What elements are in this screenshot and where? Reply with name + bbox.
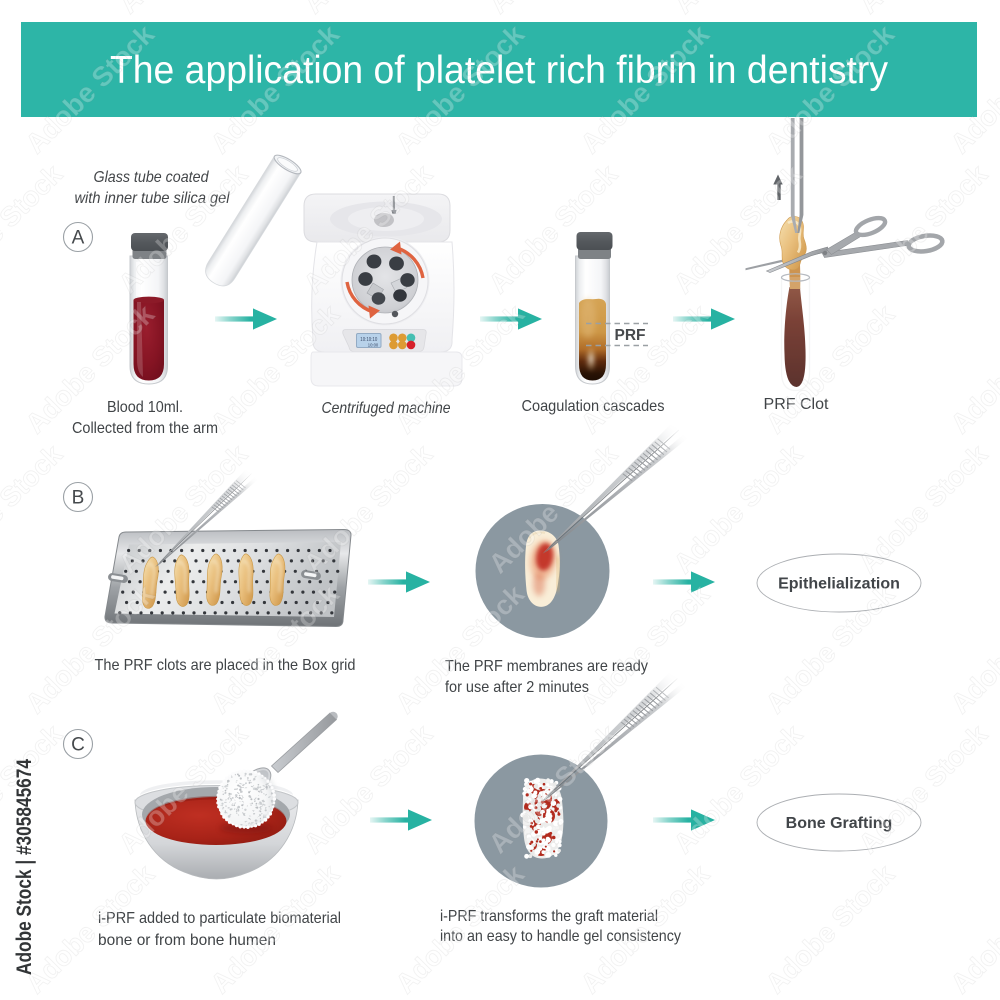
svg-text:B: B <box>72 488 85 509</box>
svg-text:Glass tube coated: Glass tube coated <box>94 169 210 186</box>
svg-text:i-PRF transforms the graft mat: i-PRF transforms the graft material <box>440 908 658 925</box>
svg-text:for use after 2 minutes: for use after 2 minutes <box>445 679 589 696</box>
svg-text:with inner tube silica gel: with inner tube silica gel <box>75 190 230 207</box>
svg-text:The PRF clots are placed in th: The PRF clots are placed in the Box grid <box>95 657 356 674</box>
svg-text:Coagulation cascades: Coagulation cascades <box>522 398 665 415</box>
svg-text:i-PRF added to particulate bio: i-PRF added to particulate biomaterial <box>98 910 341 927</box>
svg-text:10:00: 10:00 <box>368 342 379 347</box>
svg-text:into an easy to handle gel con: into an easy to handle gel consistency <box>440 928 681 945</box>
svg-text:C: C <box>71 735 85 756</box>
svg-text:PRF: PRF <box>615 327 646 344</box>
svg-text:A: A <box>72 228 85 249</box>
svg-text:The PRF membranes are ready: The PRF membranes are ready <box>445 658 648 675</box>
svg-text:Blood 10ml.: Blood 10ml. <box>107 399 183 416</box>
svg-text:10:10:10: 10:10:10 <box>360 337 377 343</box>
svg-text:Centrifuged machine: Centrifuged machine <box>322 400 451 417</box>
svg-text:Adobe Stock | #305845674: Adobe Stock | #305845674 <box>12 759 36 975</box>
svg-text:PRF Clot: PRF Clot <box>764 396 829 413</box>
svg-text:Epithelialization: Epithelialization <box>778 576 900 593</box>
svg-text:The application of platelet ri: The application of platelet rich fibrin … <box>110 49 889 92</box>
svg-text:Collected from the arm: Collected from the arm <box>72 420 218 437</box>
svg-text:Bone Grafting: Bone Grafting <box>786 815 893 832</box>
svg-text:bone or from bone humen: bone or from bone humen <box>98 932 276 949</box>
